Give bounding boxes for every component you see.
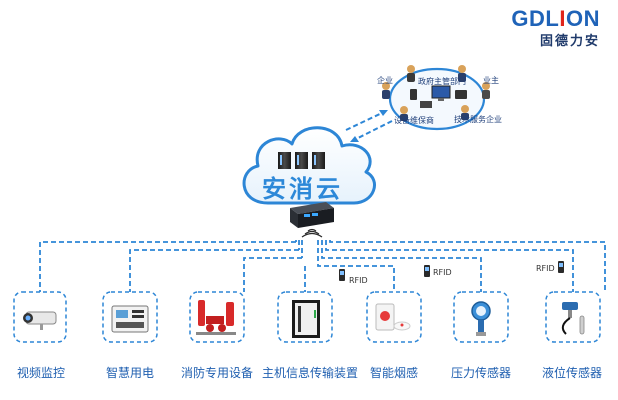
label-enterprise: 企业 [377, 76, 393, 85]
logo-brand: GDLION [511, 6, 600, 31]
server-icon [278, 152, 291, 169]
server-icon [295, 152, 308, 169]
device-label-transmission: 主机信息传输装置 [262, 366, 359, 380]
rfid-label: RFID [536, 264, 555, 273]
person-icon [382, 82, 390, 99]
device-label-video: 视频监控 [16, 366, 65, 380]
device-label-pressure: 压力传感器 [450, 366, 511, 380]
label-maintenance: 设备维保商 [394, 116, 434, 125]
logo-chinese-name: 固德力安 [539, 34, 600, 49]
camera-icon [23, 311, 57, 330]
rfid-reader-icon [424, 265, 430, 277]
stakeholder-network [382, 65, 490, 131]
person-icon [407, 65, 415, 82]
power-meter-icon [111, 305, 149, 333]
wireless-signal-icon [301, 228, 323, 238]
phone-icon [410, 89, 417, 100]
person-icon [400, 106, 408, 121]
person-icon [461, 105, 469, 120]
label-service: 技术服务企业 [454, 115, 502, 124]
connection-lines [39, 240, 606, 292]
transmission-cabinet-icon [292, 300, 320, 338]
cloud-title: 安消云 [262, 175, 343, 203]
device-label-smoke: 智能烟感 [369, 366, 418, 380]
fire-pump-icon [196, 300, 236, 335]
device-label-level: 液位传感器 [541, 366, 602, 380]
device-label-fire: 消防专用设备 [180, 366, 253, 380]
label-government: 政府主管部门 [418, 77, 466, 86]
cloud-shape [242, 126, 376, 205]
rfid-reader-icon [339, 269, 345, 281]
level-sensor-icon [561, 302, 585, 335]
laptop-icon [420, 101, 432, 108]
rfid-label: RFID [433, 268, 452, 277]
server-icon [312, 152, 325, 169]
tablet-icon [455, 90, 467, 99]
company-logo: GDLION 固德力安 [511, 6, 600, 49]
person-icon [458, 65, 466, 82]
person-icon [482, 82, 490, 99]
pressure-sensor-icon [471, 301, 491, 336]
data-exchange-arrows [345, 111, 393, 141]
rfid-reader-icon [558, 261, 564, 273]
label-owner: 业主 [483, 76, 499, 85]
rfid-label: RFID [349, 276, 368, 285]
smoke-detector-icon [375, 303, 411, 331]
monitor-icon [431, 85, 451, 99]
gateway-device-icon [290, 202, 334, 228]
device-label-power: 智慧用电 [105, 366, 154, 380]
